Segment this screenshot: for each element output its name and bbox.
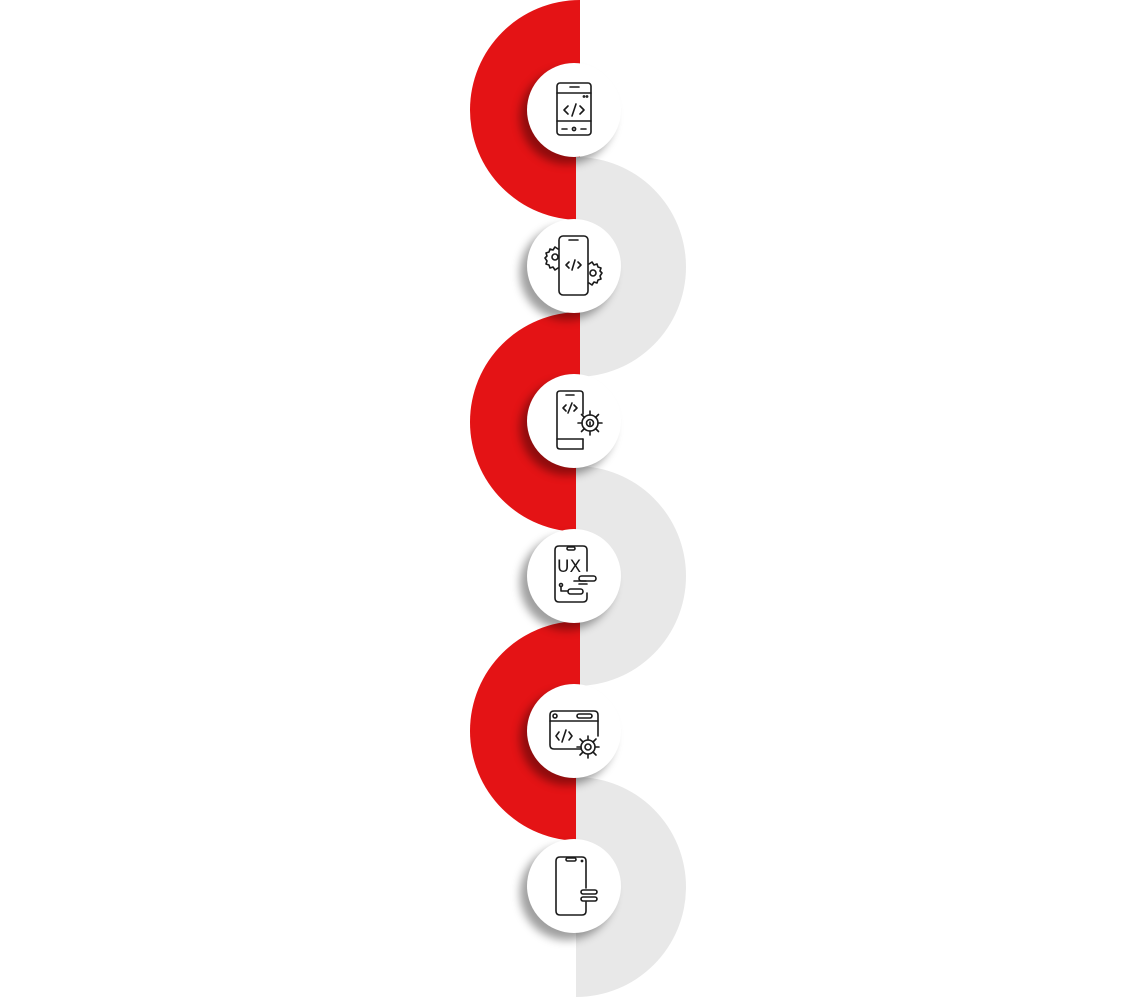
step-4-node: UX <box>527 529 621 623</box>
mobile-ux-flow-icon: UX <box>554 545 597 603</box>
step-1-node <box>527 63 621 157</box>
step-3-node <box>527 374 621 468</box>
mobile-code-gears-icon <box>544 235 603 296</box>
step-2-node <box>527 219 621 313</box>
step-6-node <box>527 839 621 933</box>
ux-label: UX <box>557 557 581 577</box>
mobile-toggle-icon <box>555 856 598 916</box>
mobile-code-settings-icon <box>556 390 603 450</box>
browser-code-settings-icon <box>549 710 600 759</box>
step-5-node <box>527 684 621 778</box>
mobile-code-window-icon <box>556 82 592 136</box>
